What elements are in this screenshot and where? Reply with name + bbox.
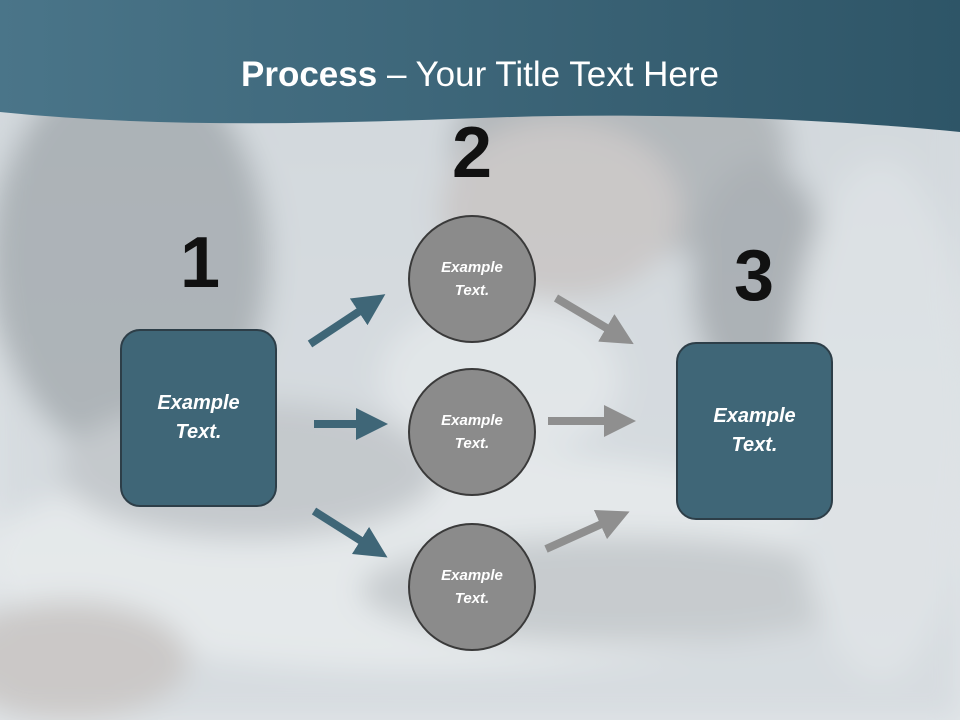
arrow-top-to-3 — [553, 294, 634, 345]
step-number-1: 1 — [179, 223, 221, 303]
slide-title: Process – Your Title Text Here — [0, 52, 960, 98]
arrow-1-to-bottom — [311, 507, 388, 558]
step-number-3: 3 — [733, 236, 775, 316]
title-rest: – Your Title Text Here — [377, 55, 719, 94]
title-bold: Process — [241, 55, 378, 94]
step-3-box: Example Text. — [676, 342, 833, 520]
circle-top: Example Text. — [408, 215, 536, 343]
arrow-1-to-top — [307, 294, 386, 348]
circle-bottom: Example Text. — [408, 523, 536, 651]
circle-middle: Example Text. — [408, 368, 536, 496]
arrow-bottom-to-3 — [544, 509, 630, 553]
step-number-2: 2 — [451, 113, 493, 193]
step-1-box: Example Text. — [120, 329, 277, 507]
header-band — [0, 0, 960, 132]
